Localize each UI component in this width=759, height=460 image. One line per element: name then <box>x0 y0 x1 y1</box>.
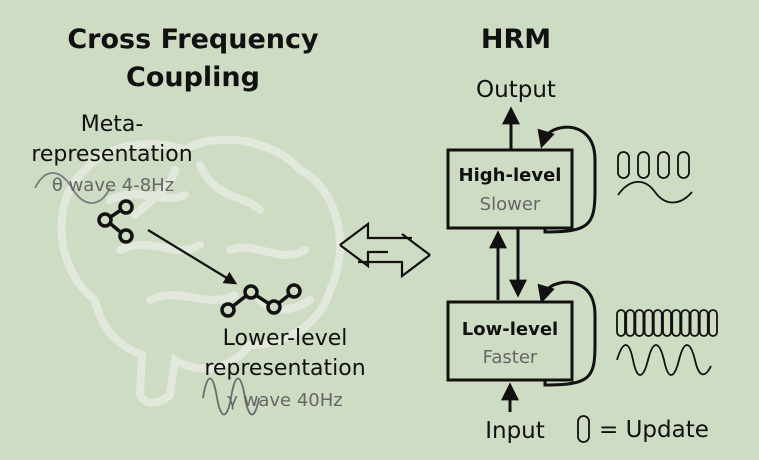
brain-icon <box>57 135 344 407</box>
high-level-update-pill <box>657 151 670 179</box>
meta-label-line1: Meta- <box>81 112 144 137</box>
low-level-update-pill <box>652 309 663 337</box>
lower-label-line2: representation <box>204 356 365 381</box>
low-level-update-pill <box>625 309 636 337</box>
low-level-loop <box>537 280 597 387</box>
input-label: Input <box>485 418 545 444</box>
gamma-wave-icon <box>202 377 260 416</box>
low-level-update-pill <box>698 309 709 337</box>
theta-wave-icon <box>34 172 111 204</box>
high-level-update-pills <box>617 151 690 179</box>
high-level-update-pill <box>617 151 630 179</box>
high-level-loop <box>537 125 597 234</box>
gamma-wave-label: γ wave 40Hz <box>227 390 342 411</box>
low-level-update-pill <box>708 309 718 337</box>
low-level-update-pills <box>616 309 718 337</box>
coupling-arrow <box>147 229 238 285</box>
update-legend-label: = Update <box>599 417 709 443</box>
cfc-title-line1: Cross Frequency <box>67 24 319 55</box>
low-level-update-pill <box>616 309 626 337</box>
high-level-title: High-level <box>459 165 562 186</box>
low-level-title: Low-level <box>462 319 558 340</box>
meta-node-icon <box>97 199 134 244</box>
update-legend-pill-icon <box>577 415 590 443</box>
low-level-update-pill <box>689 309 700 337</box>
low-level-update-pill <box>680 309 691 337</box>
slow-wave-icon <box>617 180 693 204</box>
output-label: Output <box>476 77 556 103</box>
high-level-box <box>446 148 574 230</box>
low-level-update-pill <box>662 309 672 337</box>
high-level-subtitle: Slower <box>480 194 541 215</box>
high-level-update-pill <box>677 151 690 179</box>
meta-label-line2: representation <box>31 142 192 167</box>
low-level-update-pill <box>634 309 645 337</box>
high-level-update-pill <box>637 151 650 179</box>
low-level-subtitle: Faster <box>483 347 538 368</box>
lower-label-line1: Lower-level <box>223 326 348 351</box>
fast-wave-icon <box>616 344 712 376</box>
low-level-box <box>446 300 574 382</box>
lower-node-icon <box>220 283 302 318</box>
hrm-title: HRM <box>481 24 551 55</box>
theta-wave-label: θ wave 4-8Hz <box>52 175 174 196</box>
cfc-title-line2: Coupling <box>126 62 260 93</box>
equivalence-double-arrow-icon <box>339 221 431 279</box>
low-level-update-pill <box>643 309 654 337</box>
low-level-update-pill <box>671 309 682 337</box>
